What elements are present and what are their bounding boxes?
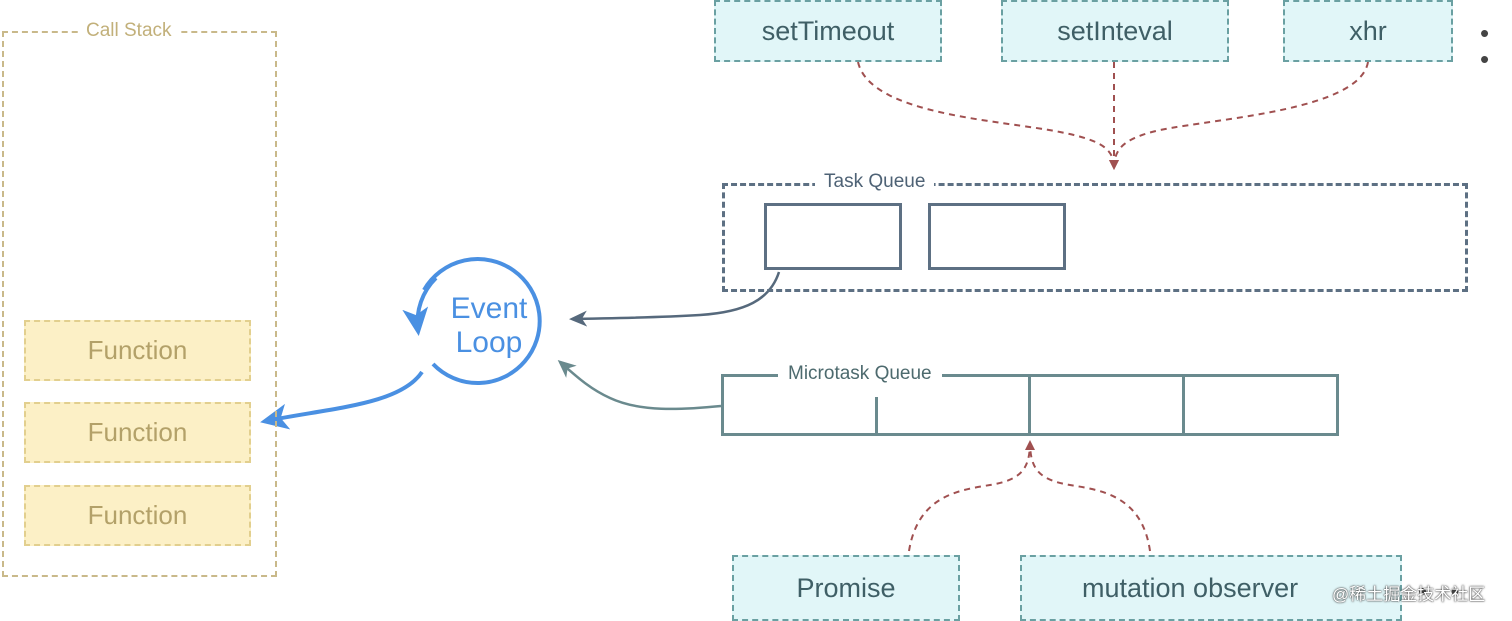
settimeout-arrow	[857, 61, 1119, 170]
mutation-observer-arrow	[1029, 441, 1151, 552]
microtask-queue-label: Microtask Queue	[778, 363, 942, 385]
xhr-arrow	[1113, 61, 1369, 169]
settimeout-box: setTimeout	[714, 0, 942, 62]
event-loop-label: Event Loop	[434, 292, 544, 360]
call-stack-function: Function	[24, 320, 251, 381]
sources-to-microtask-arrows	[908, 440, 1151, 552]
promise-arrow	[908, 440, 1035, 552]
call-stack-function: Function	[24, 485, 251, 546]
call-stack-function: Function	[24, 402, 251, 463]
task-queue-frame	[722, 183, 1468, 292]
watermark: @稀土掘金技术社区	[1332, 585, 1486, 604]
event-loop-line1: Event	[450, 292, 528, 325]
microtask-to-loop-arrow	[557, 360, 722, 411]
promise-box: Promise	[732, 555, 960, 621]
mutation-observer-box: mutation observer	[1020, 555, 1402, 621]
microtask-slot-divider	[875, 397, 878, 435]
more-apis-ellipsis: • •	[1480, 18, 1498, 74]
loop-to-call-stack-arrow	[260, 370, 424, 430]
event-loop-ring	[402, 257, 542, 385]
task-queue-slot	[928, 203, 1066, 270]
loop-entry-arrow	[402, 276, 438, 336]
setinterval-box: setInteval	[1001, 0, 1229, 62]
event-loop-line2: Loop	[455, 326, 523, 359]
more-sources-ellipsis: • •	[1418, 576, 1468, 606]
api-to-task-queue-arrows	[857, 61, 1369, 170]
task-queue-label: Task Queue	[815, 171, 935, 193]
microtask-slot-divider	[1028, 374, 1031, 436]
task-queue-to-loop-arrow	[569, 271, 781, 327]
microtask-slot-divider	[1182, 374, 1185, 436]
task-queue-slot	[764, 203, 902, 270]
xhr-box: xhr	[1283, 0, 1453, 62]
call-stack-label: Call Stack	[80, 20, 178, 42]
